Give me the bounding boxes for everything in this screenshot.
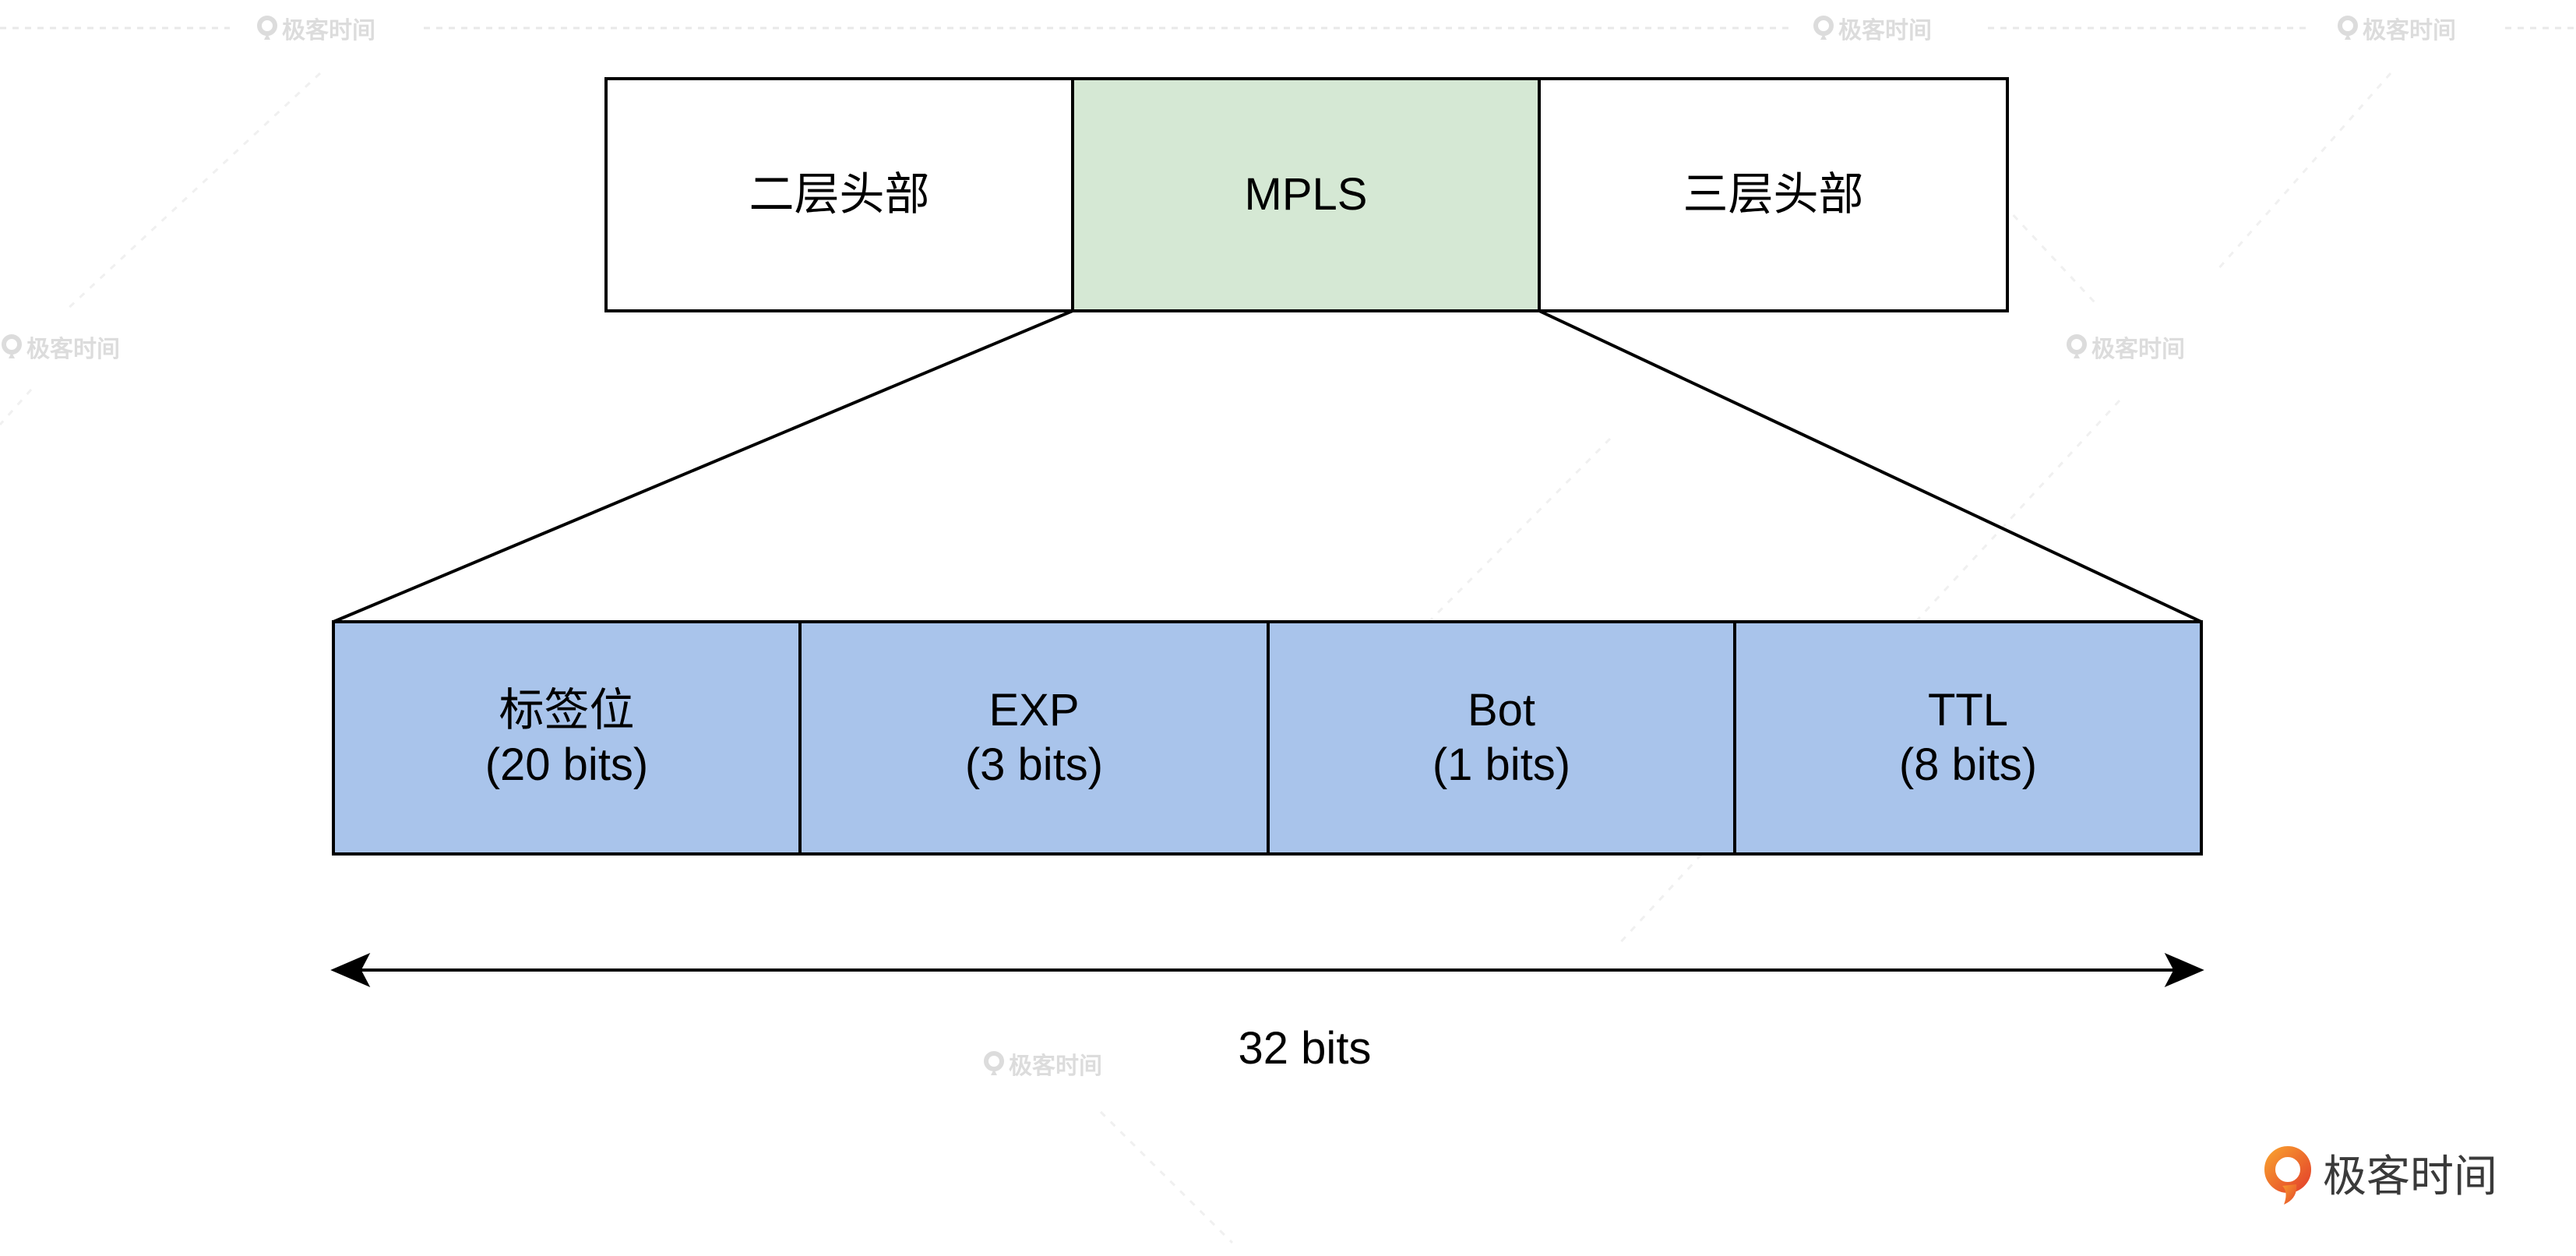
watermark-line xyxy=(1099,1110,1234,1244)
field-size: (1 bits) xyxy=(1432,739,1571,790)
mpls-field-bot: Bot (1 bits) xyxy=(1267,620,1736,856)
header-cell-label: 二层头部 xyxy=(749,169,930,220)
header-cell-label: MPLS xyxy=(1244,169,1368,220)
connector-line-left xyxy=(333,309,1073,623)
watermark-logo-icon xyxy=(2,334,22,358)
watermark-line xyxy=(0,389,33,425)
watermark-logo-icon xyxy=(984,1051,1004,1075)
watermark: 极客时间 xyxy=(2065,333,2185,362)
watermark-text: 极客时间 xyxy=(1838,18,1932,44)
watermark-text: 极客时间 xyxy=(1009,1053,1102,1079)
watermark-line xyxy=(64,72,322,312)
field-name: EXP xyxy=(988,685,1080,736)
geektime-logo-icon xyxy=(2264,1146,2311,1205)
watermark: 极客时间 xyxy=(2336,15,2456,44)
total-width-label: 32 bits xyxy=(1238,1023,1372,1074)
header-cell-label: 三层头部 xyxy=(1683,169,1864,220)
arrowhead-left xyxy=(330,952,371,988)
mpls-field-exp: EXP (3 bits) xyxy=(798,620,1270,856)
field-size: (3 bits) xyxy=(964,739,1104,790)
watermark-logo-icon xyxy=(2067,334,2087,358)
watermark-text: 极客时间 xyxy=(26,337,120,362)
arrowhead-right xyxy=(2164,952,2204,988)
watermark-text: 极客时间 xyxy=(282,18,375,44)
field-size: (8 bits) xyxy=(1898,739,2038,790)
watermark-line xyxy=(2216,72,2392,270)
watermark: 极客时间 xyxy=(1812,15,1932,44)
field-size: (20 bits) xyxy=(485,739,649,790)
mpls-field-label: 标签位 (20 bits) xyxy=(332,620,802,856)
watermark: 极客时间 xyxy=(255,15,375,44)
field-name: 标签位 xyxy=(499,685,635,736)
header-cell-layer2: 二层头部 xyxy=(604,77,1074,312)
watermark-logo-icon xyxy=(257,16,277,40)
field-name: TTL xyxy=(1927,685,2009,736)
field-name: Bot xyxy=(1467,685,1536,736)
brand-logo-text: 极客时间 xyxy=(2323,1152,2497,1201)
watermark-text: 极客时间 xyxy=(2363,18,2456,44)
watermark-text: 极客时间 xyxy=(2091,337,2185,362)
header-cell-mpls: MPLS xyxy=(1071,77,1541,312)
brand-logo: 极客时间 xyxy=(2262,1145,2497,1208)
watermark-logo-icon xyxy=(1813,16,1834,40)
header-cell-layer3: 三层头部 xyxy=(1538,77,2009,312)
watermark: 极客时间 xyxy=(0,333,120,362)
mpls-field-ttl: TTL (8 bits) xyxy=(1733,620,2203,856)
watermark-logo-icon xyxy=(2338,16,2358,40)
watermark: 极客时间 xyxy=(982,1050,1102,1079)
